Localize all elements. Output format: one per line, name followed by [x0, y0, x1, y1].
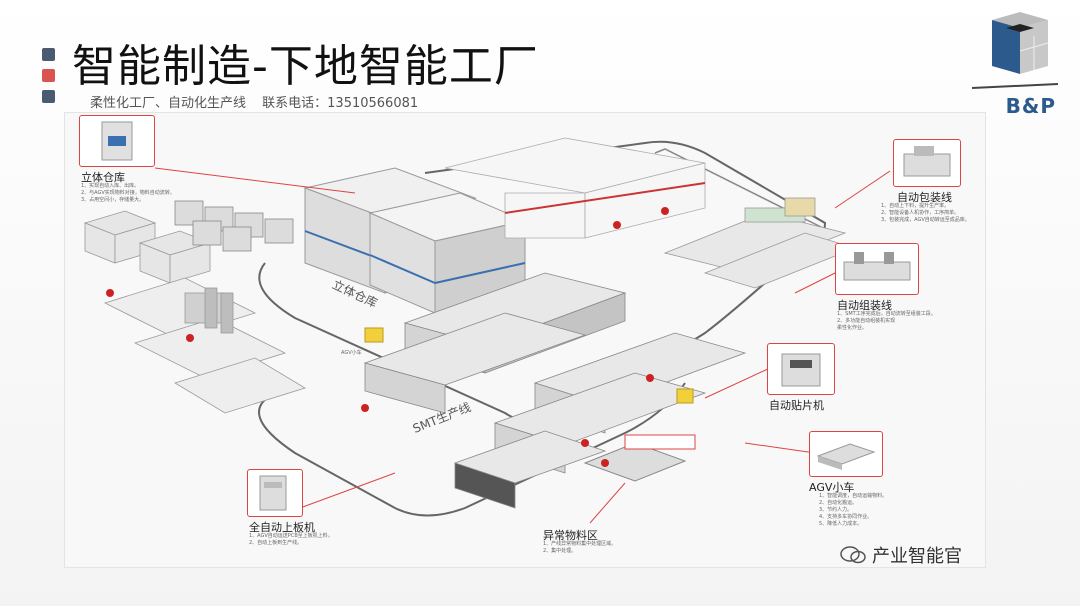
- agv-callout-image: [809, 431, 883, 477]
- warehouse-label: 立体仓库: [81, 171, 125, 184]
- workers: [106, 207, 669, 467]
- left-machines: [83, 210, 212, 284]
- smt-lines: [363, 272, 747, 509]
- packing-machine-icon: [903, 146, 951, 177]
- warehouse-buildings: [303, 167, 527, 314]
- packing-label: 自动包装线: [897, 191, 952, 204]
- loader-callout-image: [247, 469, 303, 517]
- slide-title: 智能制造-下地智能工厂: [72, 41, 539, 92]
- floor-label-agv: AGV小车: [341, 350, 362, 356]
- factory-diagram: 立体仓库 1、实现自动入库、出库。 2、与AGV实现物料对接，物料自动流转。 3…: [64, 112, 986, 568]
- slide-subtitle: 柔性化工厂、自动化生产线 联系电话：13510566081: [90, 92, 430, 111]
- bp-cube-logo-icon: [972, 12, 1059, 89]
- warehouse-machine-icon: [101, 121, 133, 161]
- assembly-machine-icon: [843, 252, 911, 281]
- assembly-callout-image: [835, 243, 919, 295]
- abnormal-label: 异常物料区: [543, 529, 598, 542]
- loader-label: 全自动上板机: [249, 521, 315, 534]
- packing-callout-image: [893, 139, 961, 187]
- agv-label: AGV小车: [809, 481, 855, 494]
- logo-text: B&P: [1005, 94, 1056, 118]
- watermark-text: 产业智能官: [872, 546, 962, 567]
- assembly-notes: 1、SMT工序完成后，自动流转至组装工段。 2、多功能自动组装机实现 柔性化作业…: [837, 311, 936, 331]
- abnormal-notes: 1、产线异常物料集中处理区域。 2、集中处理。: [543, 541, 617, 554]
- placer-label: 自动贴片机: [769, 399, 824, 412]
- subtitle-phone: 联系电话：13510566081: [262, 96, 419, 111]
- bullet-3: [42, 90, 55, 103]
- title-bullets: [42, 48, 55, 111]
- loader-notes: 1、AGV自动运送PCB至上板机上料。 2、自动上板到生产线。: [249, 533, 333, 546]
- packing-notes: 1、自动上下料，提升生产率。 2、智能设备人机协作，工序简单。 3、包装完成，A…: [881, 203, 970, 223]
- agv-notes: 1、智能调度，自动运输物料。 2、自动化搬运。 3、节约人力。 4、支持多车协同…: [819, 493, 888, 527]
- right-lines: [663, 197, 857, 289]
- warehouse-callout-image: [79, 115, 155, 167]
- loader-machine-icon: [259, 475, 287, 511]
- subtitle-tagline: 柔性化工厂、自动化生产线: [90, 96, 247, 111]
- assembly-label: 自动组装线: [837, 299, 892, 312]
- bullet-2: [42, 69, 55, 82]
- placer-callout-image: [767, 343, 835, 395]
- agv-cart-icon: [816, 443, 876, 470]
- placer-machine-icon: [781, 353, 821, 387]
- bullet-1: [42, 48, 55, 61]
- mid-left-machines: [174, 200, 294, 252]
- warehouse-notes: 1、实现自动入库、出库。 2、与AGV实现物料对接，物料自动流转。 3、占用空间…: [81, 183, 175, 203]
- wechat-icon: [840, 546, 866, 564]
- desk-area: [103, 277, 306, 414]
- factory-illustration: [83, 137, 891, 524]
- watermark: 产业智能官: [840, 542, 962, 568]
- clean-rooms: [444, 137, 706, 239]
